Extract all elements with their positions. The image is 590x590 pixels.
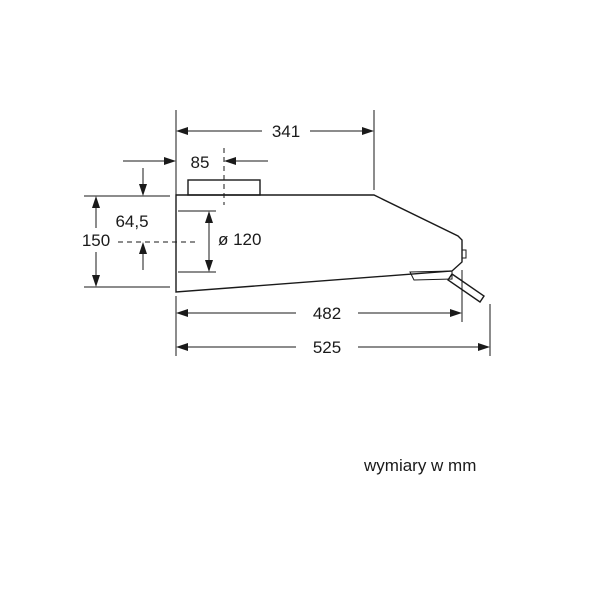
dim-525: 525 bbox=[176, 304, 491, 357]
dim-85-label: 85 bbox=[191, 153, 210, 172]
visor-handle bbox=[447, 273, 485, 303]
units-caption: wymiary w mm bbox=[364, 456, 477, 475]
dim-482: 482 bbox=[175, 270, 463, 356]
dim-341: 341 bbox=[175, 110, 375, 190]
dim-diameter-120: ø 120 bbox=[178, 210, 261, 273]
dim-150-label: 150 bbox=[82, 231, 110, 250]
dim-150: 150 bbox=[82, 195, 170, 288]
dim-64-5-label: 64,5 bbox=[115, 212, 148, 231]
dim-341-label: 341 bbox=[272, 122, 300, 141]
hood-body bbox=[175, 194, 467, 293]
dim-diameter-label: ø 120 bbox=[218, 230, 261, 249]
dim-482-label: 482 bbox=[313, 304, 341, 323]
dim-85: 85 bbox=[123, 150, 268, 195]
dim-64-5: 64,5 bbox=[115, 168, 149, 270]
dim-525-label: 525 bbox=[313, 338, 341, 357]
